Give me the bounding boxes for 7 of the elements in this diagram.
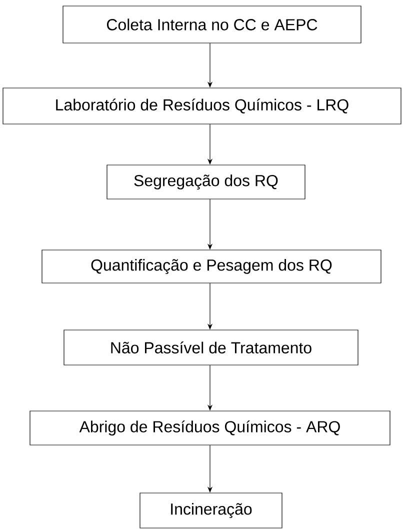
process-box: Laboratório de Resíduos Químicos - LRQ bbox=[2, 88, 402, 124]
process-box: Incineração bbox=[140, 492, 282, 528]
process-box: Não Passível de Tratamento bbox=[64, 330, 358, 366]
process-box: Coleta Interna no CC e AEPC bbox=[62, 6, 362, 44]
process-box: Segregação dos RQ bbox=[106, 164, 306, 200]
process-box: Abrigo de Resíduos Químicos - ARQ bbox=[30, 410, 390, 446]
process-box: Quantificação e Pesagem dos RQ bbox=[42, 250, 382, 284]
